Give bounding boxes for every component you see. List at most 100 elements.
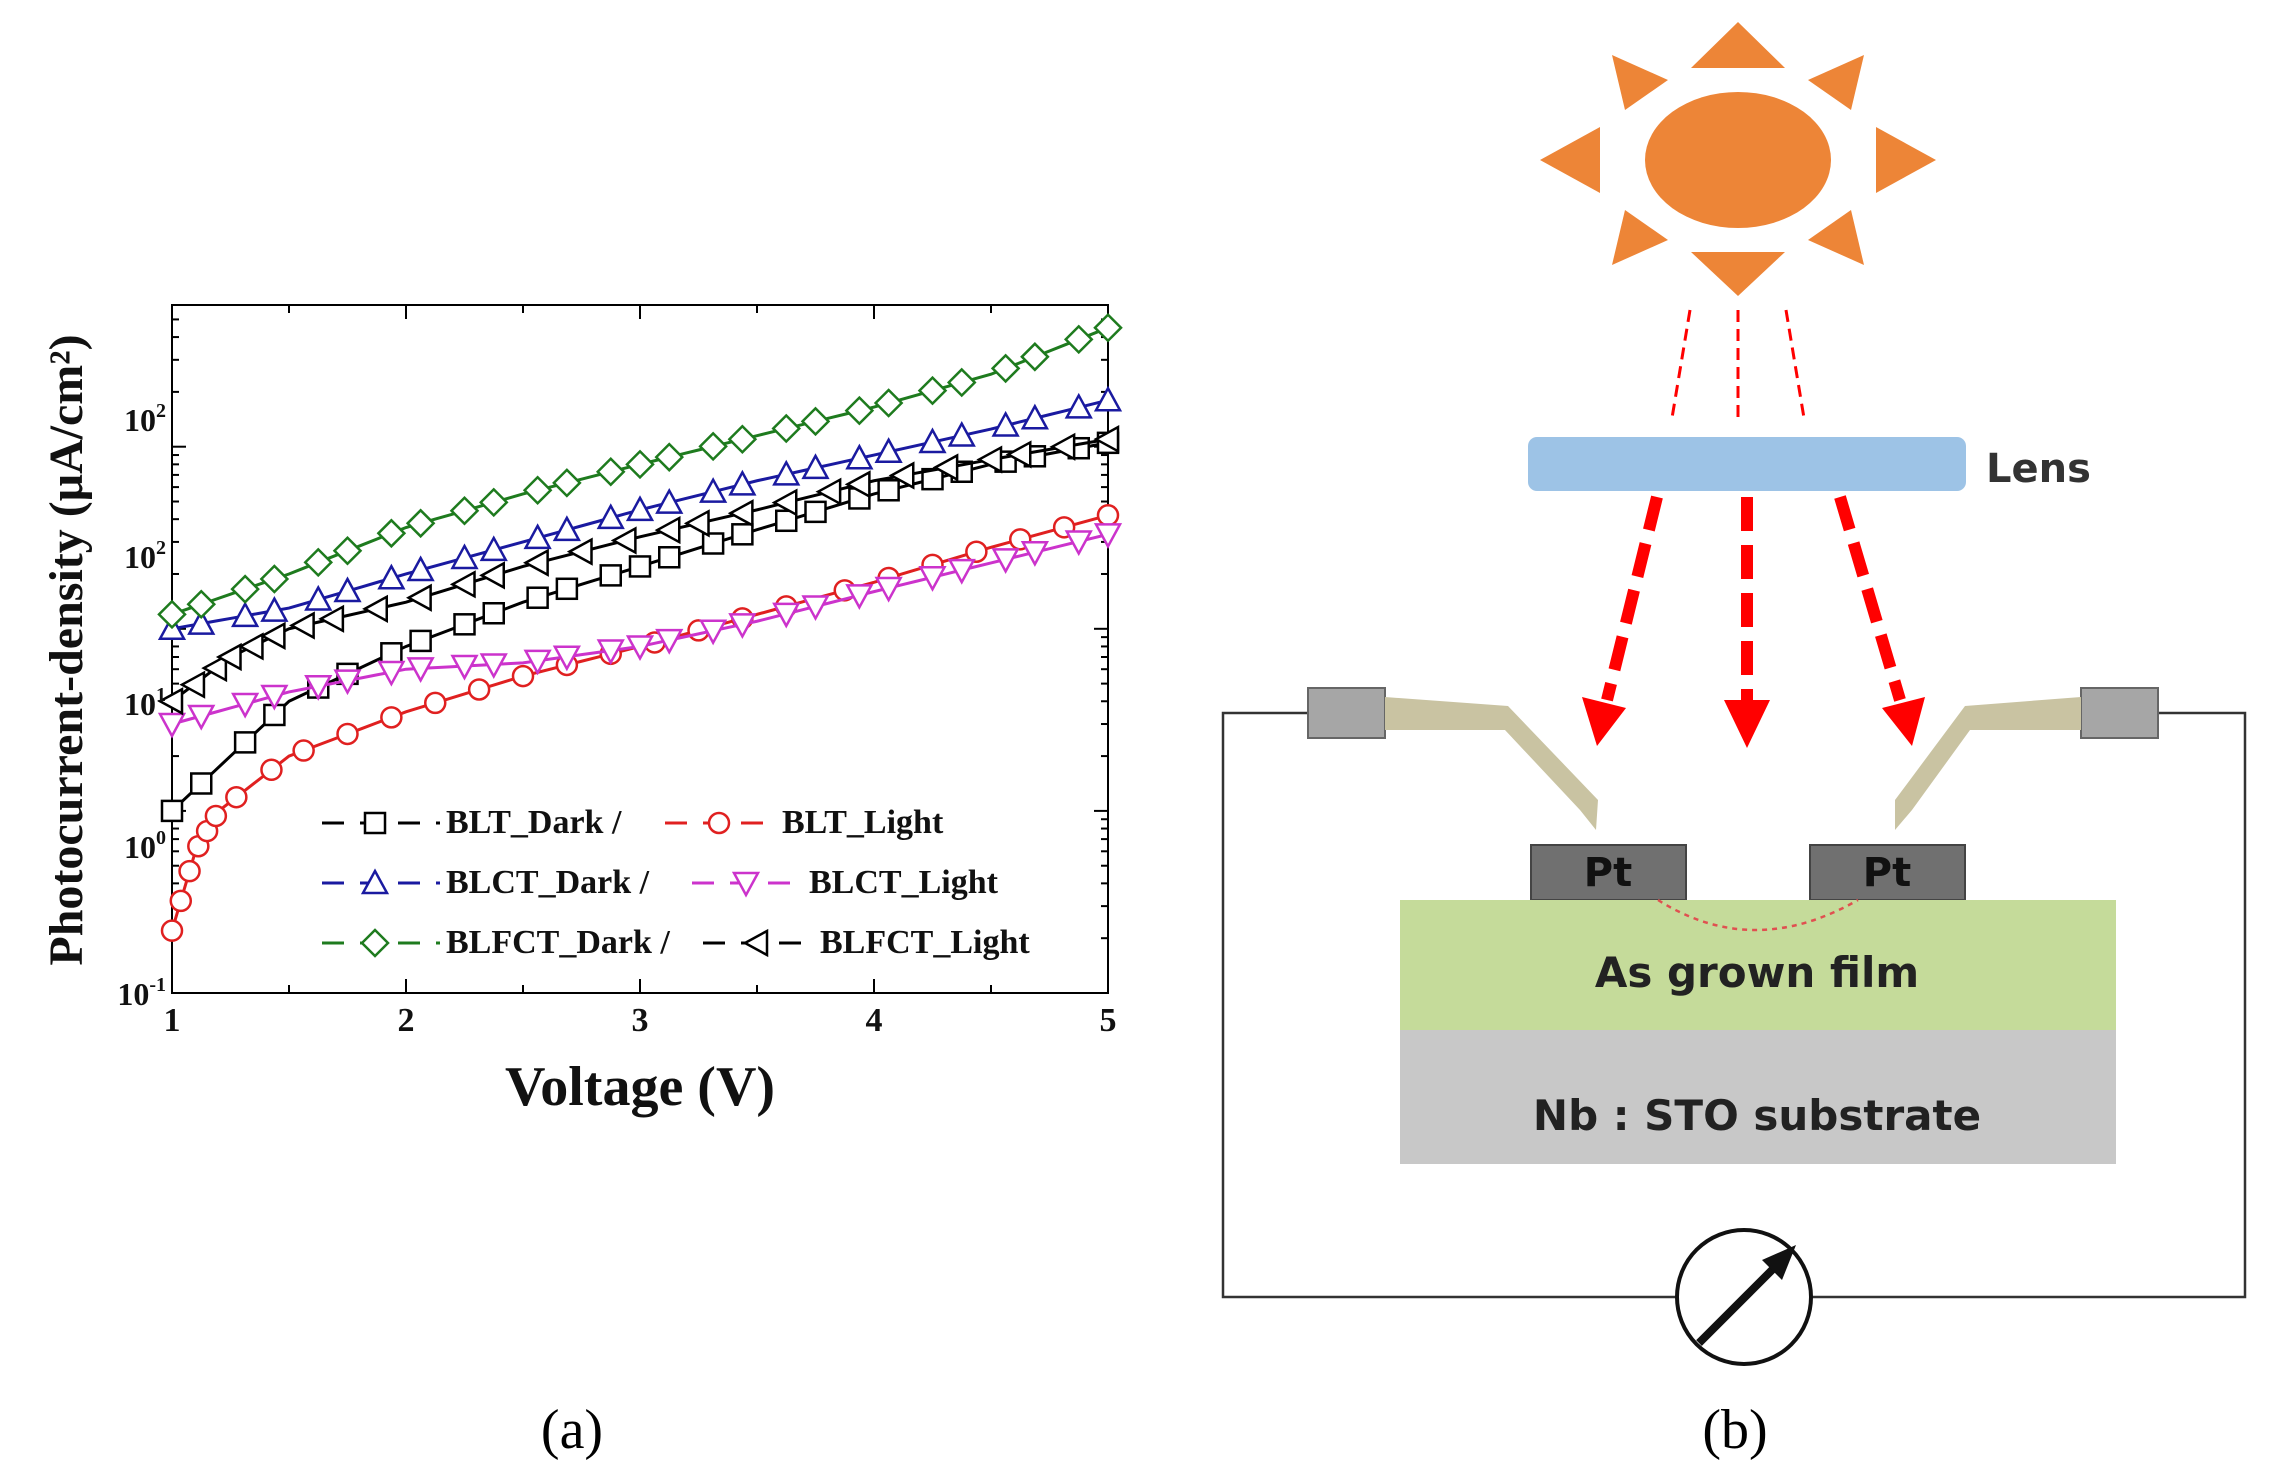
series-blfct-dark <box>157 312 1123 630</box>
data-point <box>772 602 801 629</box>
data-point <box>178 859 201 883</box>
data-point <box>595 456 626 487</box>
setup-diagram: Lens Pt Pt As grown film Nb : STO substr… <box>1221 22 2247 1461</box>
series-layer <box>157 312 1123 942</box>
data-point <box>844 470 871 499</box>
data-point <box>406 555 435 582</box>
y-tick-label: 101 <box>124 684 166 722</box>
data-point <box>874 576 903 603</box>
data-point <box>698 431 728 462</box>
legend-label: BLCT_Dark / <box>446 864 650 901</box>
data-point <box>406 657 435 684</box>
data-point <box>479 561 505 590</box>
incident-light <box>1670 309 1806 419</box>
data-point <box>654 515 681 545</box>
data-point <box>201 653 228 683</box>
data-point <box>1093 312 1123 343</box>
data-point <box>771 413 802 444</box>
data-point <box>318 604 345 633</box>
data-point <box>304 675 333 701</box>
data-point <box>160 919 184 942</box>
data-point <box>225 785 248 809</box>
data-point <box>728 469 757 496</box>
data-point <box>625 635 655 662</box>
x-tick-label: 5 <box>1100 1002 1117 1039</box>
legend-swatch-marker <box>360 868 390 895</box>
data-point <box>380 642 403 665</box>
data-point <box>409 629 432 653</box>
sun-ray-ne <box>1808 55 1864 110</box>
data-point <box>1020 342 1050 372</box>
data-point <box>523 548 549 577</box>
data-point <box>231 601 260 628</box>
data-point <box>801 453 830 480</box>
data-point <box>237 632 264 661</box>
data-point <box>596 503 625 530</box>
legend-swatch-marker <box>742 928 769 958</box>
data-point <box>845 443 874 470</box>
data-point <box>449 495 480 526</box>
data-point <box>511 664 535 688</box>
data-point <box>332 535 363 566</box>
data-point <box>699 477 728 503</box>
data-point <box>873 388 904 418</box>
data-point <box>771 488 798 517</box>
data-point <box>157 599 187 630</box>
data-point <box>1096 504 1120 527</box>
sun-icon <box>1540 22 1936 296</box>
probe-needle-right <box>1895 697 2081 830</box>
film-label: As grown film <box>1595 948 1919 997</box>
data-point <box>169 889 193 913</box>
data-point <box>918 427 947 454</box>
data-point <box>259 564 290 594</box>
data-point <box>526 586 549 609</box>
lens-label: Lens <box>1986 446 2091 492</box>
data-point <box>947 420 976 447</box>
data-point <box>230 574 260 604</box>
data-point <box>336 722 359 746</box>
data-point <box>1049 432 1076 461</box>
data-point <box>453 613 476 636</box>
data-point <box>699 619 728 646</box>
x-tick-label: 4 <box>866 1002 883 1039</box>
legend-swatch-marker <box>360 928 390 958</box>
series-blfct-light <box>157 425 1120 716</box>
data-point <box>450 654 479 681</box>
data-point <box>260 758 283 782</box>
data-point <box>157 712 187 739</box>
data-point <box>804 500 827 524</box>
series-blct-dark <box>157 385 1123 641</box>
data-point <box>918 566 947 592</box>
data-point <box>655 487 684 514</box>
probe-holder-right <box>2080 687 2159 739</box>
data-point <box>450 543 479 570</box>
data-point <box>160 799 184 823</box>
legend-label: BLCT_Light <box>809 864 999 901</box>
data-point <box>552 645 581 672</box>
data-point <box>303 547 334 578</box>
data-point <box>377 563 406 590</box>
data-point <box>187 704 216 731</box>
data-point <box>179 670 206 699</box>
probe-holder-left <box>1307 687 1386 739</box>
data-point <box>566 537 593 566</box>
data-point <box>976 445 1003 474</box>
data-point <box>377 660 406 687</box>
data-point <box>187 609 216 635</box>
legend-label: BLFCT_Dark / <box>446 924 670 961</box>
y-tick-label: 102 <box>124 400 166 438</box>
data-point <box>552 468 582 498</box>
film-layer <box>1400 900 2116 1030</box>
legend-label: BLFCT_Light <box>820 924 1030 961</box>
data-point <box>991 548 1020 574</box>
sun-ray-e <box>1876 127 1936 193</box>
data-point <box>888 461 915 490</box>
series-blt-dark <box>160 431 1120 823</box>
data-point <box>658 546 681 569</box>
sun-ray-w <box>1540 127 1600 193</box>
beam-arrowhead-left <box>1582 697 1626 746</box>
electrode-left <box>1530 844 1687 901</box>
